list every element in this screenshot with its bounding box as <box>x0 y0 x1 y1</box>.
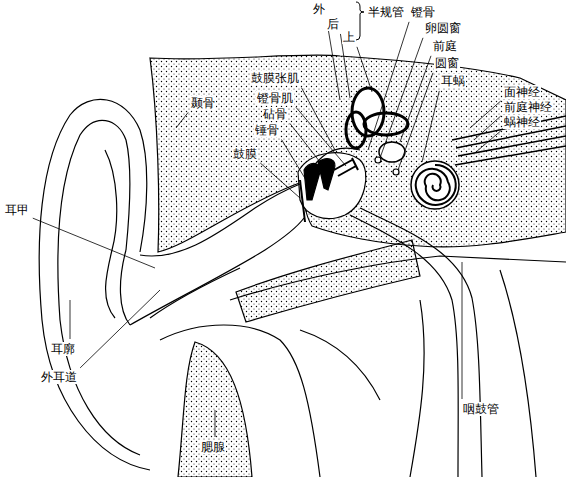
part-label: 半规管 <box>367 5 405 19</box>
tympanic-membrane <box>300 180 305 222</box>
parotid-gland <box>178 342 252 477</box>
part-label: 外 <box>312 2 326 16</box>
part-label: 镫骨肌 <box>256 91 294 105</box>
leader-line <box>80 290 160 368</box>
ear-canal-upper <box>140 184 300 256</box>
part-label: 外耳道 <box>40 370 78 384</box>
semicircular-canal <box>364 113 408 135</box>
leader-line <box>260 163 300 198</box>
part-label: 上 <box>342 30 356 44</box>
leader-line <box>474 116 501 140</box>
part-label: 前庭神经 <box>503 100 553 114</box>
part-label: 圆窗 <box>434 56 460 70</box>
petrous-bone-edge <box>230 256 566 300</box>
cochlea <box>411 161 459 209</box>
leader-line <box>422 91 439 162</box>
pinna-helix <box>58 120 140 455</box>
leader-line <box>33 218 155 268</box>
leader-line <box>176 112 188 128</box>
cochlea-spiral <box>416 165 456 205</box>
leader-line <box>398 73 433 170</box>
part-label: 耳甲 <box>4 203 30 217</box>
bracket <box>356 2 364 40</box>
pinna-outer <box>39 99 150 470</box>
vestibule <box>379 142 405 162</box>
part-label: 砧骨 <box>262 107 288 121</box>
incus <box>318 159 335 190</box>
leader-line <box>462 262 463 399</box>
pharynx-muscle <box>410 270 536 477</box>
part-label: 腮腺 <box>200 440 226 454</box>
semicircular-canal <box>346 112 366 148</box>
part-label: 面神经 <box>503 85 541 99</box>
part-label: 镫骨 <box>410 5 436 19</box>
part-label: 锤骨 <box>254 123 280 137</box>
petrous-bone <box>236 240 420 322</box>
leader-line <box>215 410 216 437</box>
stapes <box>334 158 358 176</box>
antihelix <box>105 150 117 318</box>
leader-line <box>282 140 306 180</box>
part-label: 卵圆窗 <box>424 21 462 35</box>
tensor-tympani <box>312 148 360 168</box>
leader-line <box>357 47 372 92</box>
leader-line <box>301 88 335 150</box>
part-label: 咽鼓管 <box>462 402 500 416</box>
leader-line <box>326 19 340 100</box>
leader-line <box>70 300 71 339</box>
part-label: 颞骨 <box>190 96 216 110</box>
concha <box>120 250 130 325</box>
part-label: 鼓膜 <box>232 147 258 161</box>
mastoid-jaw <box>160 325 380 477</box>
leader-line <box>368 22 409 150</box>
malleus <box>304 163 320 200</box>
ear-canal-cartilage <box>150 268 240 318</box>
part-label: 蜗神经 <box>503 115 541 129</box>
eustachian-tube <box>360 208 482 477</box>
leader-line <box>380 38 423 158</box>
part-label: 前庭 <box>432 39 458 53</box>
leader-line <box>296 107 346 166</box>
leader-line <box>290 123 320 162</box>
part-label: 耳廓 <box>50 342 76 356</box>
part-label: 耳蜗 <box>440 74 466 88</box>
leader-line <box>476 131 501 152</box>
part-label: 后 <box>326 17 340 31</box>
temporal-bone <box>150 55 566 252</box>
part-label: 鼓膜张肌 <box>250 71 300 85</box>
leader-line <box>470 101 501 128</box>
nerve-bundle <box>452 116 566 165</box>
middle-ear-cavity <box>298 153 366 219</box>
leader-line <box>400 56 431 142</box>
